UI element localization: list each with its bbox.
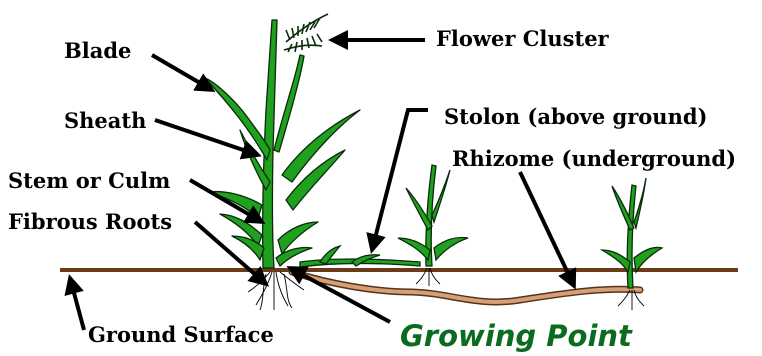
- stolon-arrow: [372, 110, 428, 250]
- growing-point-arrow: [290, 268, 390, 322]
- growing-point-label: Growing Point: [400, 322, 632, 351]
- blade-label: Blade: [64, 40, 131, 61]
- flower-cluster: [284, 14, 328, 52]
- flower-cluster-label: Flower Cluster: [436, 28, 609, 49]
- fibrous-roots-label: Fibrous Roots: [8, 211, 172, 232]
- stem-label: Stem or Culm: [8, 170, 170, 191]
- ground-surface-label: Ground Surface: [88, 324, 274, 345]
- ground-surface-arrow: [70, 278, 84, 330]
- stolon: [300, 246, 420, 267]
- stolon-label: Stolon (above ground): [444, 106, 707, 127]
- sheath-label: Sheath: [64, 110, 146, 131]
- rhizome-label: Rhizome (underground): [452, 148, 736, 169]
- blade-arrow: [152, 55, 212, 90]
- stolon-plant: [398, 165, 468, 266]
